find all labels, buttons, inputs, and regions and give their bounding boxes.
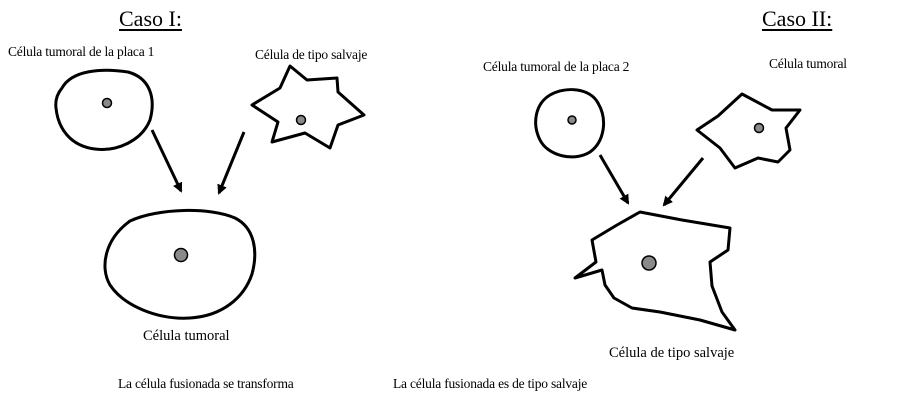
case2-caption: La célula fusionada es de tipo salvaje [393, 376, 588, 391]
case2-tumor-cell [534, 88, 606, 159]
case2-tumor-cell-label: Célula tumoral de la placa 2 [483, 59, 630, 74]
case2-tumor-cell-2 [695, 92, 802, 170]
case1-caption: La célula fusionada se transforma [118, 376, 294, 391]
case2-tumor-cell-label-2: Célula tumoral [769, 56, 847, 71]
case1-wildtype-cell-label: Célula de tipo salvaje [255, 47, 368, 62]
case1-title: Caso I: [119, 6, 182, 31]
case1-tumor-cell-label: Célula tumoral de la placa 1 [8, 44, 155, 59]
case2-arrow-right [662, 157, 705, 207]
case1-tumor-nucleus [101, 97, 113, 109]
case1-arrow-left [150, 129, 183, 193]
case2-tumor-nucleus [567, 115, 577, 125]
case2-fused-cell [573, 210, 737, 332]
case2-title: Caso II: [762, 6, 833, 31]
case1-tumor-cell [54, 68, 154, 151]
case2-arrow-left [598, 154, 630, 205]
case1-fused-nucleus [173, 247, 189, 263]
case1-wildtype-cell [250, 64, 366, 150]
case2-tumor-nucleus-2 [753, 122, 765, 134]
case1-wildtype-nucleus [295, 114, 307, 126]
case1-result-label: Célula tumoral [143, 328, 230, 344]
case2-fused-nucleus [641, 255, 657, 271]
case1-fused-cell [103, 208, 257, 320]
case1-arrow-right [217, 131, 246, 195]
case2-result-label: Célula de tipo salvaje [609, 345, 735, 361]
